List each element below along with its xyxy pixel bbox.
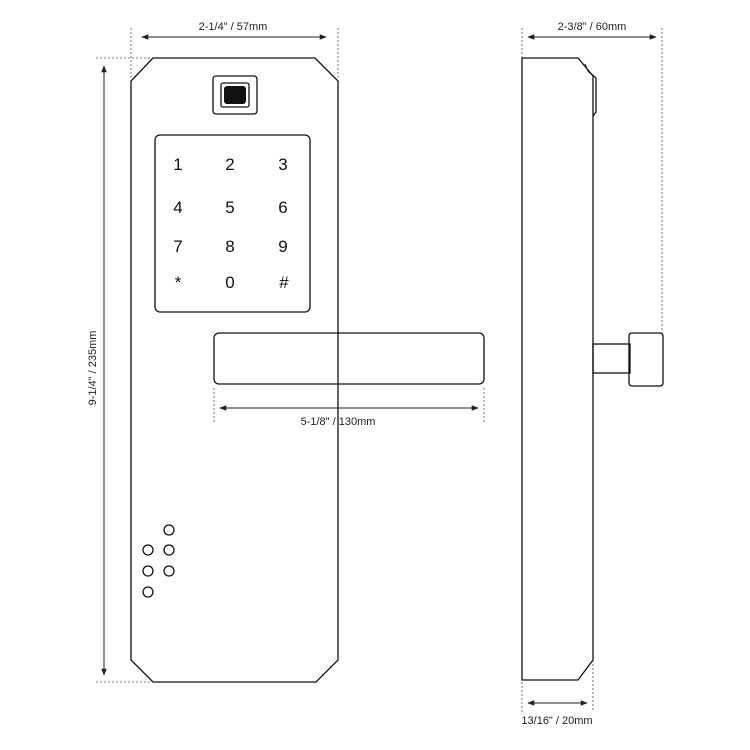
key-5: 5: [225, 198, 234, 217]
front-view: [130, 57, 485, 683]
front-width-dimension: 2-1/4" / 57mm: [130, 21, 339, 80]
side-thickness-dimension: 13/16" / 20mm: [521, 660, 594, 727]
hole: [142, 565, 154, 577]
hole: [163, 524, 175, 536]
keypad-panel: [154, 134, 311, 313]
key-2: 2: [225, 155, 234, 174]
hole: [142, 544, 154, 556]
key-hash: #: [279, 273, 289, 292]
key-4: 4: [173, 198, 182, 217]
side-handle-stub: [592, 343, 631, 374]
handle-length-label: 5-1/8" / 130mm: [301, 416, 376, 428]
handle-length-dimension: 5-1/8" / 130mm: [213, 388, 485, 428]
side-depth-dimension: 2-3/8" / 60mm: [521, 21, 663, 333]
hole: [163, 565, 175, 577]
front-height-dimension: 9-1/4" / 235mm: [87, 57, 153, 683]
front-height-label: 9-1/4" / 235mm: [87, 331, 99, 406]
key-7: 7: [173, 237, 182, 256]
lever-handle: [213, 332, 485, 385]
side-view: [521, 57, 664, 681]
front-width-label: 2-1/4" / 57mm: [199, 21, 268, 33]
fingerprint-sensor-icon: [212, 75, 258, 115]
front-body-outline: [130, 57, 339, 683]
hole: [142, 586, 154, 598]
key-star: *: [175, 273, 182, 292]
key-8: 8: [225, 237, 234, 256]
side-top-protrusion: [587, 70, 597, 117]
key-3: 3: [278, 155, 287, 174]
side-body-outline: [521, 57, 594, 681]
hole: [163, 544, 175, 556]
side-depth-label: 2-3/8" / 60mm: [558, 21, 627, 33]
key-6: 6: [278, 198, 287, 217]
side-handle-end: [628, 332, 664, 387]
key-9: 9: [278, 237, 287, 256]
key-1: 1: [173, 155, 182, 174]
side-thickness-label: 13/16" / 20mm: [521, 715, 592, 727]
indicator-holes: [142, 524, 175, 598]
keypad-keys: 1 2 3 4 5 6 7 8 9 * 0 #: [173, 155, 289, 292]
key-0: 0: [225, 273, 234, 292]
